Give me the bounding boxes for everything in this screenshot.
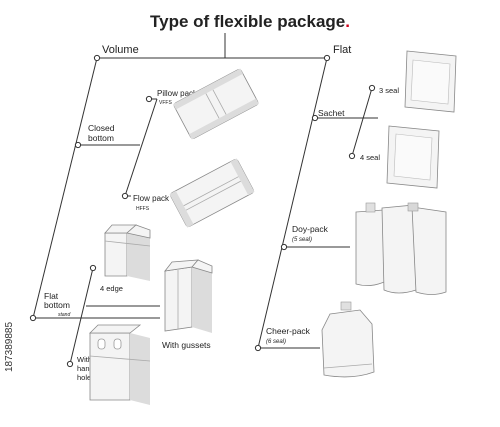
label-closed-bottom-1: Closed <box>88 123 115 133</box>
label-4-seal: 4 seal <box>360 153 380 162</box>
doy-pack-image <box>355 202 447 295</box>
label-flat-bottom-2: bottom <box>44 300 70 310</box>
label-4-edge: 4 edge <box>100 284 123 293</box>
node-flow-pack <box>121 192 129 200</box>
label-with-gussets: With gussets <box>162 340 211 350</box>
node-volume <box>93 54 101 62</box>
label-3-seal: 3 seal <box>379 86 399 95</box>
node-pillow-pack <box>145 95 153 103</box>
flow-pack-image <box>169 158 255 228</box>
node-doy-pack <box>280 243 288 251</box>
label-pillow-pack: Pillow pack <box>157 89 198 98</box>
label-handle-hole-3: hole <box>77 373 91 382</box>
tree-lines <box>32 33 378 365</box>
tree-nodes <box>29 54 376 368</box>
node-flat-bottom <box>29 314 37 322</box>
title-period: . <box>345 12 350 31</box>
label-doy-pack: Doy-pack <box>292 224 329 234</box>
node-flat <box>323 54 331 62</box>
four-edge-bag-image <box>104 224 151 281</box>
label-handle-hole-2: handle <box>77 364 100 373</box>
sachet-4-seal-image <box>386 125 440 189</box>
label-pillow-pack-sub: VFFS <box>159 100 172 106</box>
label-closed-bottom-2: bottom <box>88 133 114 143</box>
stock-id-watermark: 187389885 <box>4 322 15 372</box>
node-cheer-pack <box>254 344 262 352</box>
flat-spine <box>257 57 328 349</box>
title-text: Type of flexible package <box>150 12 345 31</box>
label-volume: Volume <box>102 44 139 56</box>
flat-bottom-sub-spine <box>69 267 94 365</box>
label-flat-bottom-1: Flat <box>44 291 59 301</box>
label-sachet: Sachet <box>318 108 345 118</box>
node-4-seal <box>348 152 356 160</box>
label-cheer-pack: Cheer-pack <box>266 326 311 336</box>
node-3-seal <box>368 84 376 92</box>
sachet-3-seal-image <box>404 50 457 113</box>
label-handle-hole-1: With <box>77 355 92 364</box>
label-flow-pack: Flow pack <box>133 194 170 203</box>
node-handle-hole <box>66 360 74 368</box>
label-cheer-pack-sub: (6 seal) <box>266 339 286 345</box>
gusset-bag-image <box>164 259 213 333</box>
closed-sub-spine <box>124 98 158 197</box>
sachet-sub-spine <box>351 87 373 157</box>
diagram-title: Type of flexible package. <box>150 12 350 31</box>
label-doy-pack-sub: (5 seal) <box>292 237 312 243</box>
pillow-pack-image <box>173 68 259 140</box>
node-sachet <box>311 114 319 122</box>
handle-hole-bag-image <box>89 324 151 405</box>
cheer-pack-image <box>321 301 375 378</box>
label-flow-pack-sub: HFFS <box>136 206 150 212</box>
volume-spine <box>32 57 98 319</box>
label-flat: Flat <box>333 44 351 56</box>
label-flat-bottom-sub: stand <box>58 312 70 318</box>
node-4-edge <box>89 264 97 272</box>
node-closed-bottom <box>74 141 82 149</box>
